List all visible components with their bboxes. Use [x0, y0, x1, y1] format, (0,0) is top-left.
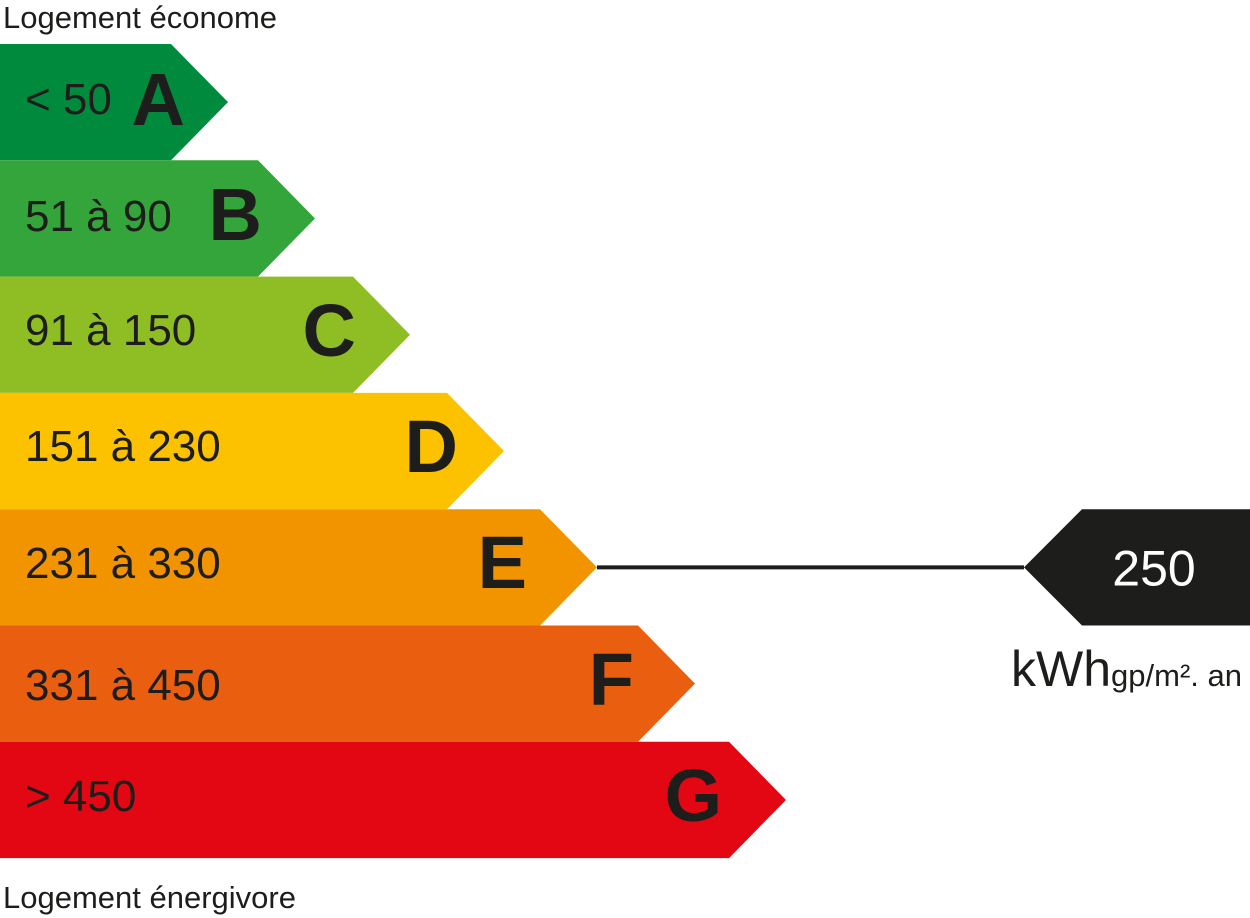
energy-class-arrow-c [0, 276, 410, 393]
energy-class-letter: B [209, 173, 262, 256]
energy-class-range: 231 à 330 [25, 539, 221, 588]
energy-class-c: 91 à 150 C [0, 276, 410, 393]
energy-class-range: 331 à 450 [25, 661, 221, 710]
energy-class-letter: D [405, 405, 458, 488]
energy-class-range: 91 à 150 [25, 306, 196, 355]
energy-class-letter: F [589, 638, 634, 721]
energy-class-g: > 450 G [0, 741, 786, 859]
energy-class-range: 151 à 230 [25, 422, 221, 471]
energy-class-arrow-b [0, 160, 315, 277]
energy-class-f: 331 à 450 F [0, 625, 695, 742]
unit-sub: gp/m². an [1111, 658, 1242, 693]
energy-class-range: > 450 [25, 772, 136, 821]
indicator-arrow [1024, 509, 1250, 626]
energy-class-letter: C [303, 289, 356, 372]
label-bottom: Logement énergivore [3, 880, 296, 915]
indicator-value: 250 [1112, 540, 1195, 596]
energy-class-range: < 50 [25, 75, 112, 124]
unit-main: kWh [1011, 641, 1111, 697]
energy-class-letter: A [132, 58, 185, 141]
energy-class-bars: < 50 A 51 à 90 B 91 à 150 C 151 à 230 D 231 à 33… [0, 44, 786, 859]
energy-class-e: 231 à 330 E [0, 509, 597, 626]
energy-class-letter: E [478, 521, 527, 604]
label-top: Logement économe [3, 0, 277, 35]
energy-class-arrow-d [0, 392, 504, 510]
energy-class-b: 51 à 90 B [0, 160, 315, 277]
energy-class-letter: G [664, 754, 722, 837]
energy-class-arrow-g [0, 741, 786, 859]
energy-class-d: 151 à 230 D [0, 392, 504, 510]
energy-class-arrow-a [0, 44, 228, 161]
energy-class-arrow-e [0, 509, 597, 626]
unit-label: kWhgp/m². an [1011, 641, 1242, 697]
indicator-marker: 250 [1024, 509, 1250, 626]
energy-class-range: 51 à 90 [25, 192, 172, 241]
energy-class-arrow-f [0, 625, 695, 742]
energy-class-a: < 50 A [0, 44, 228, 161]
